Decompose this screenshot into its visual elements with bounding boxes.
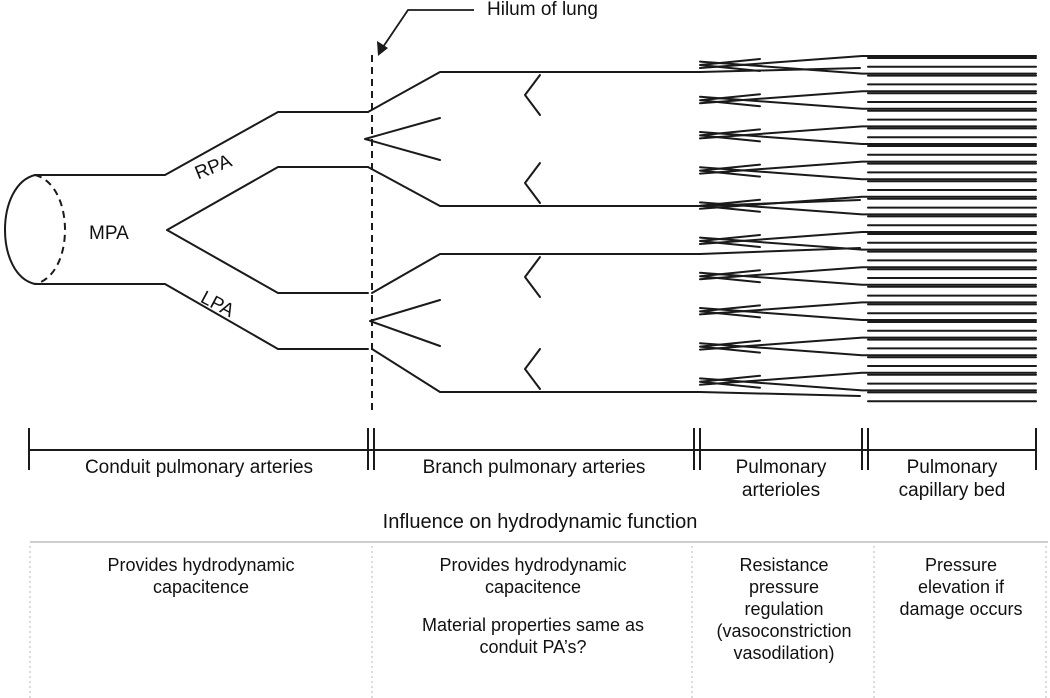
function-cell-conduit: Provides hydrodynamic capacitence bbox=[32, 554, 370, 598]
influence-heading: Influence on hydrodynamic function bbox=[382, 511, 698, 533]
arteriole-wall bbox=[699, 55, 1037, 69]
rpa-lpa-inner-wall bbox=[166, 166, 369, 294]
branch-artery-wall bbox=[371, 247, 861, 294]
branch-bifurcation bbox=[524, 256, 541, 298]
branch-artery-wall bbox=[371, 348, 861, 397]
arteriole-wall bbox=[699, 195, 1037, 210]
segment-label-arterioles: Pulmonary arterioles bbox=[735, 457, 827, 501]
arteriole-bifurcation bbox=[699, 93, 761, 108]
function-cell-capillary-bed: Pressure elevation if damage occurs bbox=[876, 554, 1046, 620]
branch-bifurcation bbox=[524, 348, 541, 390]
arteriole-wall bbox=[699, 371, 1037, 386]
hilum-callout-arrowhead bbox=[377, 41, 388, 56]
arteriole-wall bbox=[699, 160, 1037, 175]
mpa-opening-back bbox=[4, 174, 36, 285]
arteriole-wall bbox=[699, 131, 1037, 145]
function-cell-branch: Provides hydrodynamic capacitence Materi… bbox=[374, 554, 692, 658]
arteriole-bifurcation bbox=[699, 234, 761, 248]
arteriole-wall bbox=[699, 342, 1037, 357]
arteriole-bifurcation bbox=[699, 163, 761, 178]
arteriole-bifurcation bbox=[699, 339, 761, 354]
branch-bifurcation bbox=[524, 74, 541, 116]
branch-artery-wall bbox=[367, 67, 861, 113]
arteriole-wall bbox=[699, 90, 1037, 105]
mpa-lpa-lower-wall bbox=[34, 283, 369, 350]
arteriole-wall bbox=[699, 125, 1037, 140]
arteriole-wall bbox=[699, 271, 1037, 286]
arteriole-wall bbox=[699, 336, 1037, 351]
arteriole-bifurcation bbox=[699, 128, 761, 143]
arteriole-wall bbox=[699, 377, 1037, 392]
function-text: Resistance pressure regulation (vasocons… bbox=[716, 555, 852, 663]
function-table-dividers bbox=[29, 541, 1048, 698]
arteriole-wall bbox=[699, 301, 1037, 316]
arteriole-wall bbox=[699, 60, 1037, 75]
arteriole-wall bbox=[699, 201, 1037, 216]
arteriole-wall bbox=[699, 231, 1037, 245]
arteriole-wall bbox=[699, 95, 1037, 110]
function-cell-arterioles: Resistance pressure regulation (vasocons… bbox=[694, 554, 874, 664]
hilum-callout-line bbox=[380, 9, 474, 51]
arteriole-bifurcation bbox=[699, 269, 761, 284]
function-text: Provides hydrodynamic capacitence bbox=[439, 555, 627, 597]
arteriole-wall bbox=[699, 236, 1037, 251]
mpa-opening-front bbox=[34, 174, 66, 285]
function-text: Pressure elevation if damage occurs bbox=[899, 555, 1023, 619]
segment-label-branch: Branch pulmonary arteries bbox=[422, 457, 646, 478]
branch-bifurcation bbox=[364, 117, 441, 161]
arteriole-bifurcation bbox=[699, 198, 761, 213]
function-text: Material properties same as conduit PA’s… bbox=[421, 615, 645, 657]
arteriole-bifurcation bbox=[699, 374, 761, 389]
segment-scale-bar bbox=[28, 428, 1037, 470]
arteriole-wall bbox=[699, 307, 1037, 321]
mpa-rpa-upper-wall bbox=[34, 111, 369, 176]
arteriole-bifurcation bbox=[699, 58, 761, 72]
branch-bifurcation bbox=[369, 299, 441, 347]
branch-bifurcation bbox=[524, 162, 541, 204]
arteriole-wall bbox=[699, 266, 1037, 281]
hilum-label: Hilum of lung bbox=[487, 0, 598, 20]
arteriole-wall bbox=[699, 166, 1037, 181]
segment-label-conduit: Conduit pulmonary arteries bbox=[84, 457, 314, 478]
mpa-label: MPA bbox=[89, 223, 129, 244]
arteriole-bifurcation bbox=[699, 304, 761, 319]
segment-label-capillary-bed: Pulmonary capillary bed bbox=[898, 457, 1006, 501]
function-text: Provides hydrodynamic capacitence bbox=[107, 555, 295, 597]
